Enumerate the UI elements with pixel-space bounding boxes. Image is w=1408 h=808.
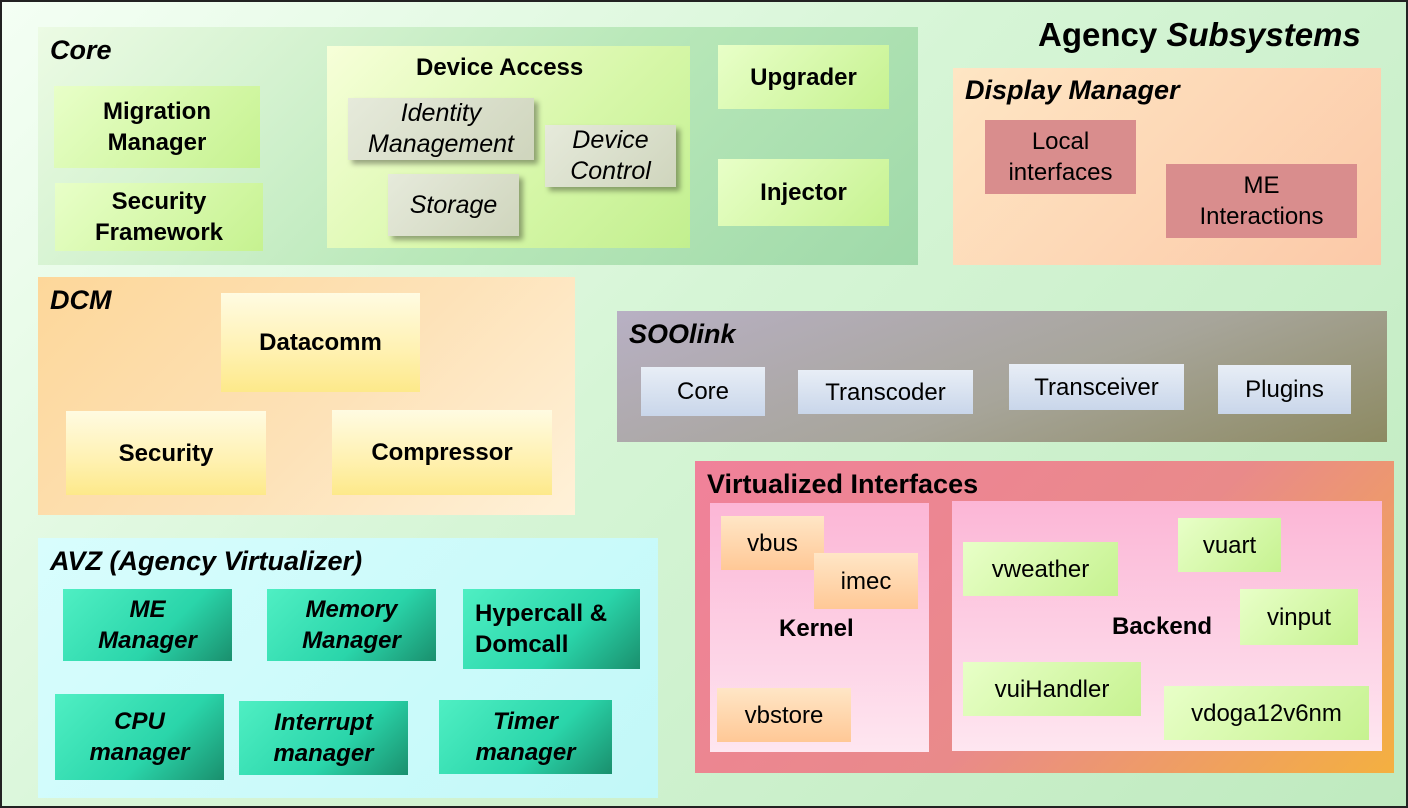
soolink-title: SOOlink: [629, 319, 736, 349]
soolink-core-box: Core: [641, 367, 765, 416]
datacomm-box: Datacomm: [221, 293, 420, 392]
interrupt-manager-box: Interrupt manager: [239, 701, 408, 775]
device-access-title: Device Access: [416, 54, 584, 81]
security-framework-box: Security Framework: [55, 183, 263, 251]
vweather-box: vweather: [963, 542, 1118, 596]
identity-management-box: Identity Management: [348, 98, 534, 160]
vdoga12v6nm-box: vdoga12v6nm: [1164, 686, 1369, 740]
local-interfaces-box: Local interfaces: [985, 120, 1136, 194]
upgrader-box: Upgrader: [718, 45, 889, 109]
soolink-transcoder-box: Transcoder: [798, 370, 973, 414]
me-manager-box: ME Manager: [63, 589, 232, 661]
kernel-label: Kernel: [779, 615, 854, 642]
display-manager-title: Display Manager: [965, 75, 1180, 105]
imec-box: imec: [814, 553, 918, 609]
device-control-box: Device Control: [545, 125, 676, 187]
dcm-security-box: Security: [66, 411, 266, 495]
title-bold: Agency: [1038, 16, 1167, 53]
vbus-box: vbus: [721, 516, 824, 570]
vuihandler-box: vuiHandler: [963, 662, 1141, 716]
injector-box: Injector: [718, 159, 889, 226]
vinput-box: vinput: [1240, 589, 1358, 645]
timer-manager-box: Timer manager: [439, 700, 612, 774]
diagram-title: Agency Subsystems: [1038, 16, 1361, 54]
soolink-transceiver-box: Transceiver: [1009, 364, 1184, 410]
cpu-manager-box: CPU manager: [55, 694, 224, 780]
backend-label: Backend: [1112, 613, 1213, 640]
hypercall-domcall-box: Hypercall & Domcall: [463, 589, 640, 669]
virtualized-interfaces-title: Virtualized Interfaces: [707, 469, 979, 499]
compressor-box: Compressor: [332, 410, 552, 495]
me-interactions-box: ME Interactions: [1166, 164, 1357, 238]
vbstore-box: vbstore: [717, 688, 851, 742]
storage-box: Storage: [388, 174, 519, 236]
memory-manager-box: Memory Manager: [267, 589, 436, 661]
vuart-box: vuart: [1178, 518, 1281, 572]
core-title: Core: [50, 35, 112, 65]
avz-title: AVZ (Agency Virtualizer): [50, 546, 363, 576]
migration-manager-box: Migration Manager: [54, 86, 260, 168]
title-italic: Subsystems: [1166, 16, 1361, 53]
soolink-plugins-box: Plugins: [1218, 365, 1351, 414]
dcm-title: DCM: [50, 285, 112, 315]
